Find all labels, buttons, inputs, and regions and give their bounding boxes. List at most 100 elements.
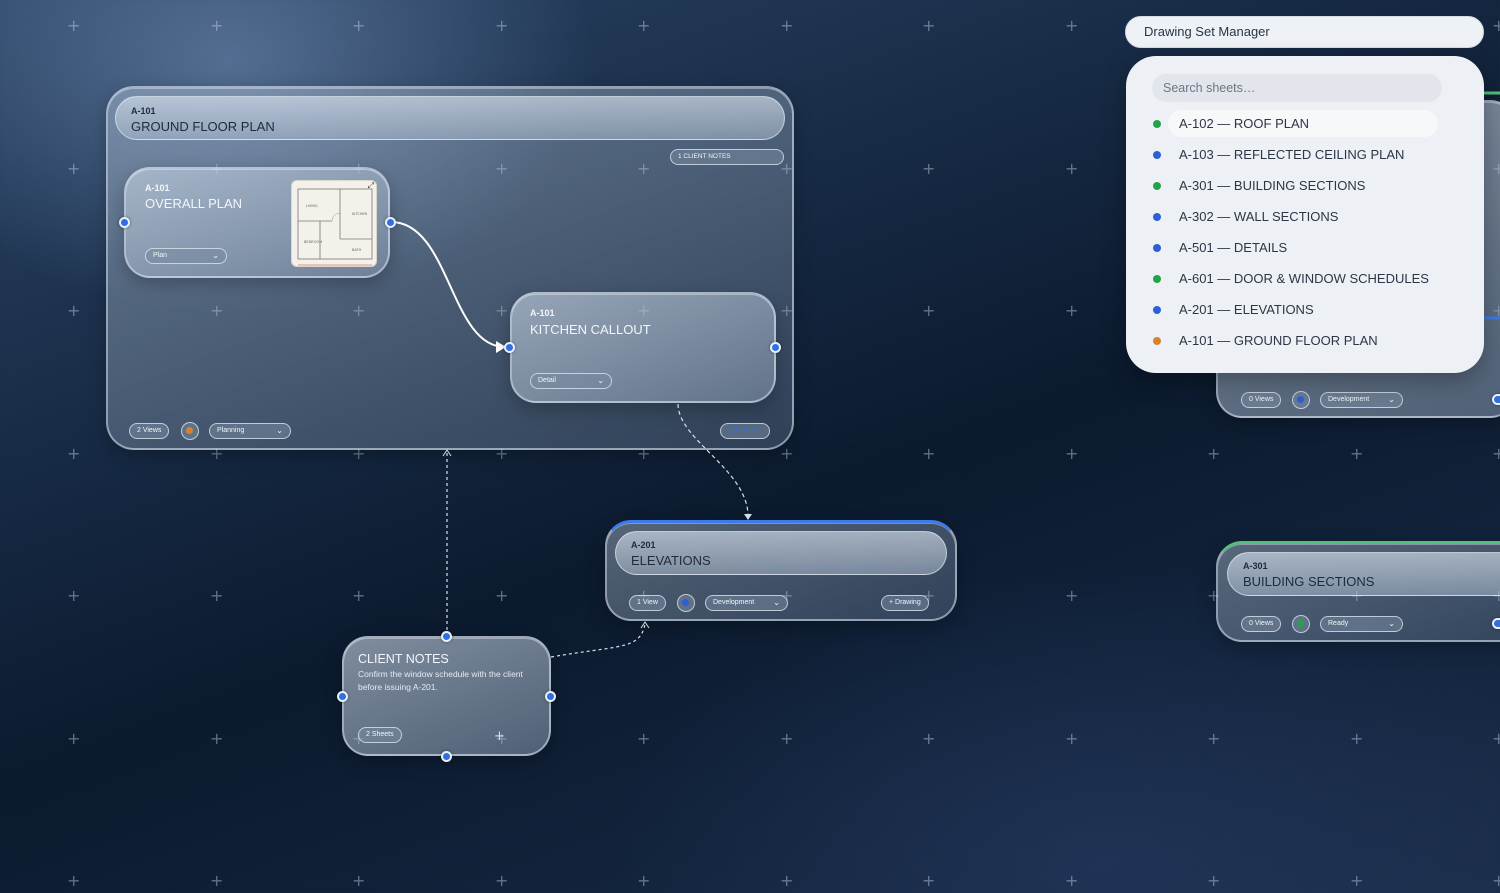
ground-floor-titlebar[interactable] (115, 96, 785, 140)
client-notes-port-left[interactable] (337, 691, 348, 702)
add-drawing-button[interactable]: + Drawing (881, 595, 929, 611)
floorplan-room-label: BEDROOM (304, 240, 322, 244)
grid-plus-marker: + (1350, 871, 1364, 890)
building-sections-views-pill[interactable]: 0 Views (1241, 616, 1282, 632)
grid-plus-marker: + (67, 729, 81, 748)
partial-status-select[interactable]: Development⌄ (1320, 392, 1403, 408)
building-sections-status-dot[interactable] (1292, 615, 1310, 633)
overall-plan-title: OVERALL PLAN (145, 196, 243, 211)
grid-plus-marker: + (1065, 871, 1079, 890)
client-notes-body: Confirm the window schedule with the cli… (358, 669, 523, 692)
kitchen-callout-title: KITCHEN CALLOUT (530, 322, 651, 337)
building-sections-status-select[interactable]: Ready⌄ (1320, 616, 1403, 632)
client-notes-sheets-pill[interactable]: 2 Sheets (358, 727, 402, 743)
sheet-list-item[interactable]: A-501 — DETAILS (1179, 240, 1288, 255)
grid-plus-marker: + (637, 161, 650, 177)
chevron-down-icon: ⌄ (1388, 619, 1395, 628)
overall-plan-port-right[interactable] (385, 217, 396, 228)
grid-plus-marker: + (780, 871, 794, 890)
sheet-list-item[interactable]: A-101 — GROUND FLOOR PLAN (1179, 333, 1378, 348)
elevations-views-pill[interactable]: 1 View (629, 595, 666, 611)
grid-plus-marker: + (1065, 301, 1079, 320)
ground-floor-title: GROUND FLOOR PLAN (131, 119, 275, 134)
pdf-button[interactable]: ⎙ PDF V2 (720, 423, 770, 439)
building-sections-title: BUILDING SECTIONS (1243, 574, 1375, 589)
floorplan-room-label: LIVING (306, 204, 318, 208)
elevations-title: ELEVATIONS (631, 553, 711, 568)
kitchen-callout-type-label: Detail (538, 377, 556, 384)
overall-plan-type-select[interactable]: Plan⌄ (145, 248, 227, 264)
sheet-list-item[interactable]: A-601 — DOOR & WINDOW SCHEDULES (1179, 271, 1429, 286)
grid-plus-marker: + (922, 159, 936, 178)
link-icon[interactable]: ⤢ (367, 181, 374, 190)
grid-plus-marker: + (922, 729, 936, 748)
grid-plus-marker: + (67, 871, 81, 890)
grid-plus-marker: + (780, 16, 794, 35)
ground-floor-status-label: Planning (217, 427, 245, 434)
partial-views-pill[interactable]: 0 Views (1241, 392, 1282, 408)
sheet-list-item[interactable]: A-201 — ELEVATIONS (1179, 302, 1314, 317)
grid-plus-marker: + (922, 16, 936, 35)
grid-plus-marker: + (1492, 444, 1500, 463)
grid-plus-marker: + (637, 16, 651, 35)
wire-arrowhead (442, 449, 452, 457)
kitchen-callout-type-select[interactable]: Detail ⌄ (530, 373, 612, 389)
grid-plus-marker: + (352, 586, 366, 605)
sheet-list-item[interactable]: A-103 — REFLECTED CEILING PLAN (1179, 147, 1405, 162)
ground-floor-status-select[interactable]: Planning⌄ (209, 423, 291, 439)
kitchen-callout-port-left[interactable] (504, 342, 515, 353)
floorplan-room-label: BATH (352, 248, 362, 252)
building-sections-titlebar[interactable] (1227, 552, 1500, 596)
client-notes-port-bottom[interactable] (441, 751, 452, 762)
elevations-titlebar[interactable] (615, 531, 947, 575)
status-dot-icon (1153, 337, 1161, 345)
grid-plus-marker: + (1065, 729, 1079, 748)
overall-plan-code: A-101 (145, 183, 170, 193)
add-icon[interactable]: + (494, 729, 505, 744)
grid-plus-marker: + (637, 729, 651, 748)
grid-plus-marker: + (922, 871, 936, 890)
client-notes-port-right[interactable] (545, 691, 556, 702)
building-sections-port-right[interactable] (1492, 618, 1500, 629)
grid-plus-marker: + (495, 161, 508, 177)
floorplan-thumbnail[interactable]: LIVING KITCHEN BEDROOM BATH ⤢ (291, 180, 377, 267)
client-notes-tag[interactable]: 1 CLIENT NOTES (670, 149, 784, 165)
drawing-set-manager-panel: A-102 — ROOF PLAN A-103 — REFLECTED CEILI… (1126, 56, 1484, 373)
sheet-list-item[interactable]: A-102 — ROOF PLAN (1168, 110, 1438, 137)
grid-plus-marker: + (637, 871, 651, 890)
sheet-search-input[interactable] (1152, 74, 1442, 102)
chevron-down-icon: ⌄ (597, 376, 604, 385)
overall-plan-type-label: Plan (153, 252, 168, 259)
building-sections-code: A-301 (1243, 561, 1268, 571)
client-notes-port-top[interactable] (441, 631, 452, 642)
grid-plus-marker: + (210, 871, 224, 890)
grid-plus-marker: + (780, 161, 793, 177)
manager-title-bar[interactable]: Drawing Set Manager (1125, 16, 1484, 48)
ground-floor-status-dot[interactable] (181, 422, 199, 440)
grid-plus-marker: + (67, 301, 81, 320)
partial-status-dot[interactable] (1292, 391, 1310, 409)
elevations-code: A-201 (631, 540, 656, 550)
partial-port-right[interactable] (1492, 394, 1500, 405)
elevations-status-select[interactable]: Development ⌄ (705, 595, 788, 611)
sheet-list-item[interactable]: A-301 — BUILDING SECTIONS (1179, 178, 1366, 193)
grid-plus-marker: + (210, 16, 224, 35)
ground-floor-views-pill[interactable]: 2 Views (129, 423, 170, 439)
grid-plus-marker: + (1350, 729, 1364, 748)
grid-plus-marker: + (1207, 729, 1221, 748)
grid-plus-marker: + (352, 16, 366, 35)
floorplan-room-label: KITCHEN (352, 212, 368, 216)
kitchen-callout-port-right[interactable] (770, 342, 781, 353)
sheet-list-item[interactable]: A-302 — WALL SECTIONS (1179, 209, 1339, 224)
grid-plus-marker: + (67, 586, 81, 605)
overall-plan-port-left[interactable] (119, 217, 130, 228)
grid-plus-marker: + (1350, 444, 1364, 463)
pdf-label: PDF V2 (735, 427, 761, 434)
wire-kitchen-to-elevations (677, 403, 749, 517)
grid-plus-marker: + (922, 444, 936, 463)
wire-notes-to-elevations (550, 623, 646, 658)
elevations-status-dot[interactable] (677, 594, 695, 612)
elevations-status-label: Development (713, 599, 755, 606)
chevron-down-icon: ⌄ (773, 598, 780, 607)
grid-plus-marker: + (1492, 16, 1500, 35)
